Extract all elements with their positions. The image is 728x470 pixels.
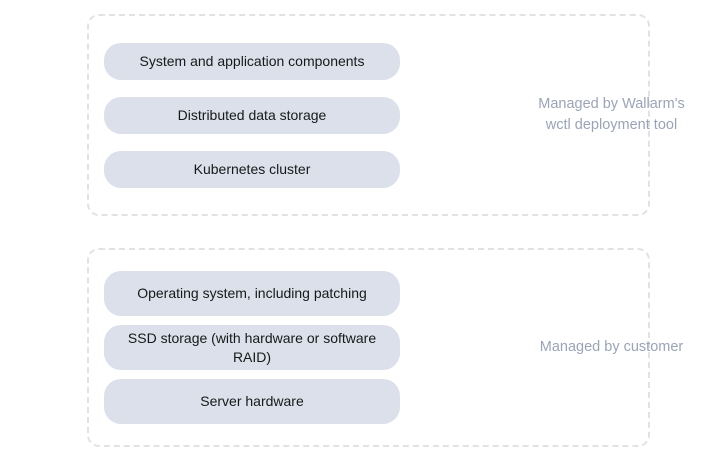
pill-operating-system-including-patching: Operating system, including patching — [104, 271, 400, 316]
pill-label: Kubernetes cluster — [193, 160, 311, 177]
group-customer-managed: Operating system, including patching SSD… — [87, 248, 683, 447]
pill-kubernetes-cluster: Kubernetes cluster — [104, 150, 400, 188]
caption-customer-managed: Managed by customer — [539, 339, 684, 355]
pill-label: Operating system, including patching — [137, 285, 367, 301]
pill-column-customer-managed: Operating system, including patching SSD… — [104, 250, 400, 445]
pill-label: Distributed data storage — [177, 106, 327, 123]
pill-column-wallarm-managed: System and application components Distri… — [104, 16, 400, 214]
pill-label: System and application components — [139, 52, 365, 69]
caption-wallarm-managed: Managed by Wallarm's wctl deployment too… — [538, 96, 685, 133]
pill-label: Server hardware — [200, 393, 304, 409]
pill-system-and-application-components: System and application components — [104, 42, 400, 80]
pill-distributed-data-storage: Distributed data storage — [104, 96, 400, 134]
group-wallarm-managed: System and application components Distri… — [87, 14, 685, 216]
pill-label: SSD storage (with hardware or software R… — [127, 329, 377, 365]
pill-ssd-storage: SSD storage (with hardware or software R… — [104, 325, 400, 370]
pill-server-hardware: Server hardware — [104, 379, 400, 424]
